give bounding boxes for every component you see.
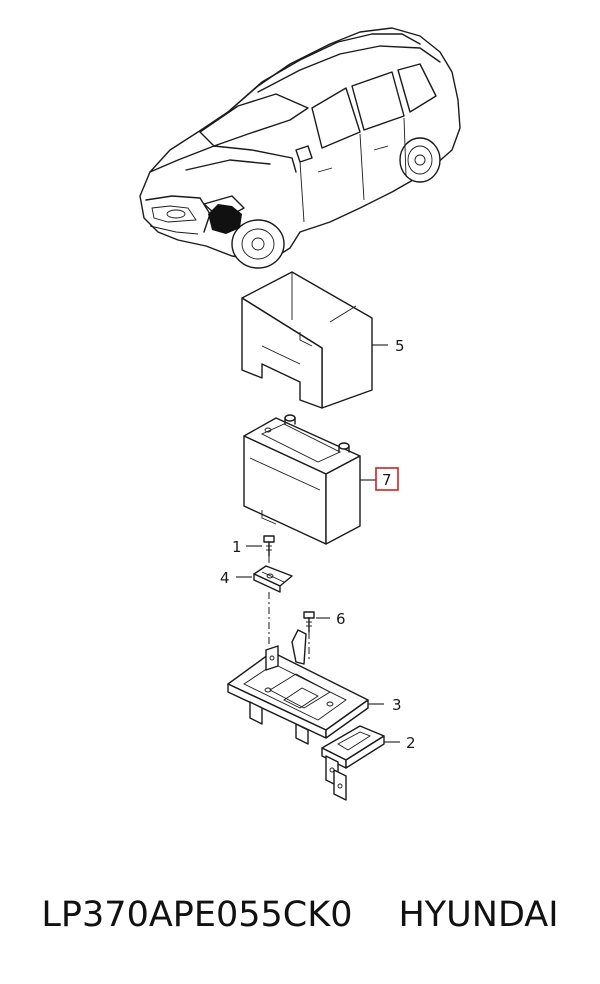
callout-7: 7 xyxy=(382,471,392,489)
callout-5: 5 xyxy=(395,337,405,355)
bracket-part-2: 2 xyxy=(321,725,416,801)
part-number: LP370APE055CK0 xyxy=(41,895,353,935)
battery-cover-part-5: 5 xyxy=(241,271,405,409)
battery-part-7: 7 xyxy=(243,414,399,545)
callout-6: 6 xyxy=(336,610,346,628)
callout-2: 2 xyxy=(406,734,416,752)
callout-4: 4 xyxy=(220,569,230,587)
bolt-part-6: 6 xyxy=(303,610,346,660)
highlight-box xyxy=(375,467,399,491)
clamp-part-4: 4 xyxy=(220,565,293,646)
brand-name: HYUNDAI xyxy=(398,895,559,935)
callout-3: 3 xyxy=(392,696,402,714)
bolt-part-1: 1 xyxy=(232,535,275,566)
callout-1: 1 xyxy=(232,538,242,556)
vehicle-illustration xyxy=(139,27,461,269)
battery-tray-part-3: 3 xyxy=(227,629,402,745)
part-caption: LP370APE055CK0 HYUNDAI xyxy=(0,880,600,950)
